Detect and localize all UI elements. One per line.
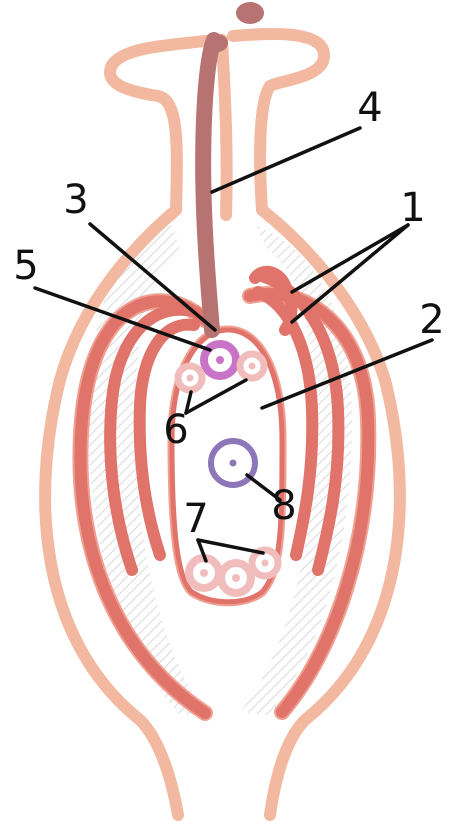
egg-cell [200, 340, 240, 380]
nucellus-layers [104, 265, 345, 576]
leader-lines [33, 126, 434, 563]
label-4: 4 [357, 85, 382, 131]
label-2: 2 [419, 297, 444, 343]
label-5: 5 [13, 243, 38, 289]
pollen-tube [195, 2, 264, 338]
synergids [174, 350, 268, 394]
label-6: 6 [163, 407, 188, 453]
label-3: 3 [63, 177, 88, 223]
label-1: 1 [400, 185, 425, 231]
pollen-grain [236, 2, 264, 24]
label-7: 7 [183, 496, 208, 542]
central-nucleus [208, 438, 258, 488]
outer-integument [39, 27, 406, 821]
label-8: 8 [271, 483, 296, 529]
labels: 1 2 3 4 5 6 7 8 [13, 85, 444, 542]
